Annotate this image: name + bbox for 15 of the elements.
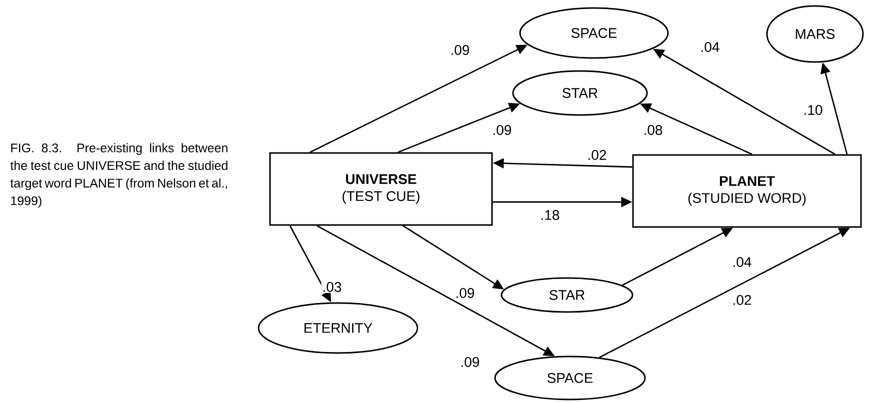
edge-label: .09 <box>454 287 476 299</box>
figure-caption: FIG. 8.3. Pre-existing links between the test cue UNIVERSE and the studied target word PLANET (from Nelson et al., 1999) <box>10 143 228 208</box>
edge-label: .09 <box>449 44 471 56</box>
edge-label: .02 <box>731 294 753 306</box>
concept-box: PLANET (STUDIED WORD) <box>632 154 862 228</box>
concept-box: UNIVERSE (TEST CUE) <box>269 152 493 226</box>
edge-label: .08 <box>642 124 664 136</box>
edge-label: .10 <box>802 104 824 116</box>
edge-label: .09 <box>459 356 481 368</box>
edge-label: .18 <box>539 209 561 221</box>
edge-label: .04 <box>699 41 721 53</box>
edge-label: .02 <box>586 149 608 161</box>
edge-label: .09 <box>491 124 513 136</box>
edge-label: .03 <box>321 281 343 293</box>
edge-label: .04 <box>731 256 753 268</box>
